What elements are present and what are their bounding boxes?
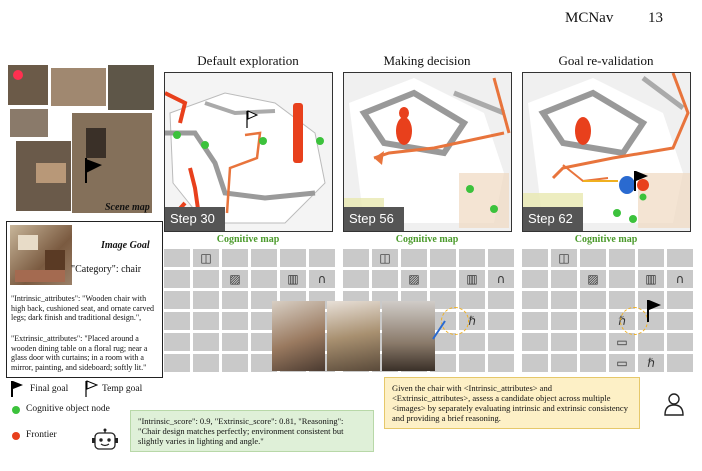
candidate-highlight-3 <box>620 307 648 335</box>
door-icon: ◫ <box>193 249 219 267</box>
picture-icon: ▨ <box>222 270 248 288</box>
candidate-images <box>272 301 435 371</box>
picture-icon: ▨ <box>401 270 427 288</box>
step-label-1: Step 30 <box>165 207 225 231</box>
cabinet-icon: ▥ <box>280 270 306 288</box>
legend: Final goal Temp goal Cognitive object no… <box>6 380 156 460</box>
map-panel-step30: Step 30 <box>164 72 333 232</box>
robot-icon <box>92 428 118 450</box>
candidate-image-3 <box>382 301 435 371</box>
scene-map <box>6 63 156 218</box>
map-panel-step62: Step 62 <box>522 72 691 232</box>
door-icon: ◫ <box>372 249 398 267</box>
curtain-icon: ∩ <box>667 270 693 288</box>
cognitive-map-label-3: Cognitive map <box>574 234 638 245</box>
candidate-image-2 <box>327 301 380 371</box>
response-bubble: "Intrinsic_score": 0.9, "Extrinsic_score… <box>130 410 374 452</box>
cabinet-icon: ▥ <box>638 270 664 288</box>
curtain-icon: ∩ <box>488 270 514 288</box>
goal-category: "Category": chair <box>71 264 142 275</box>
curtain-icon: ∩ <box>309 270 335 288</box>
cognitive-map-label-1: Cognitive map <box>216 234 280 245</box>
running-title: MCNav <box>565 10 614 26</box>
intrinsic-attributes: "Intrinsic_attributes": "Wooden chair wi… <box>11 294 155 323</box>
sofa-icon: ▭ <box>609 354 635 372</box>
flag-icon <box>647 300 661 322</box>
scene-map-label: Scene map <box>105 202 150 213</box>
flag-icon <box>11 381 23 397</box>
page-number: 13 <box>648 10 663 26</box>
prompt-bubble: Given the chair with <Intrinsic_attribut… <box>384 377 640 429</box>
green-dot-icon <box>12 406 20 414</box>
goal-photo <box>10 225 72 285</box>
extrinsic-attributes: "Extrinsic_attributes": "Placed around a… <box>11 334 148 372</box>
column-title-2: Making decision <box>383 53 471 68</box>
column-title-3: Goal re-validation <box>558 53 654 68</box>
sofa-icon: ▭ <box>609 333 635 351</box>
temp-flag-icon <box>85 380 98 397</box>
candidate-image-1 <box>272 301 325 371</box>
step-label-3: Step 62 <box>523 207 583 231</box>
picture-icon: ▨ <box>580 270 606 288</box>
door-icon: ◫ <box>551 249 577 267</box>
candidate-highlight-2 <box>441 307 469 335</box>
red-dot-icon <box>12 432 20 440</box>
column-title-1: Default exploration <box>197 53 299 68</box>
cabinet-icon: ▥ <box>459 270 485 288</box>
image-goal-box: Image Goal "Category": chair "Intrinsic_… <box>6 221 163 378</box>
chair-icon: ℏ <box>638 354 664 372</box>
map-panel-step56: Step 56 <box>343 72 512 232</box>
step-label-2: Step 56 <box>344 207 404 231</box>
image-goal-title: Image Goal <box>101 240 150 251</box>
link-line <box>432 320 446 340</box>
cognitive-grid-3: ◫ ▨▥∩ ℏ ▭ ▭ℏ <box>522 249 693 372</box>
user-icon <box>664 393 684 416</box>
cognitive-map-label-2: Cognitive map <box>395 234 459 245</box>
